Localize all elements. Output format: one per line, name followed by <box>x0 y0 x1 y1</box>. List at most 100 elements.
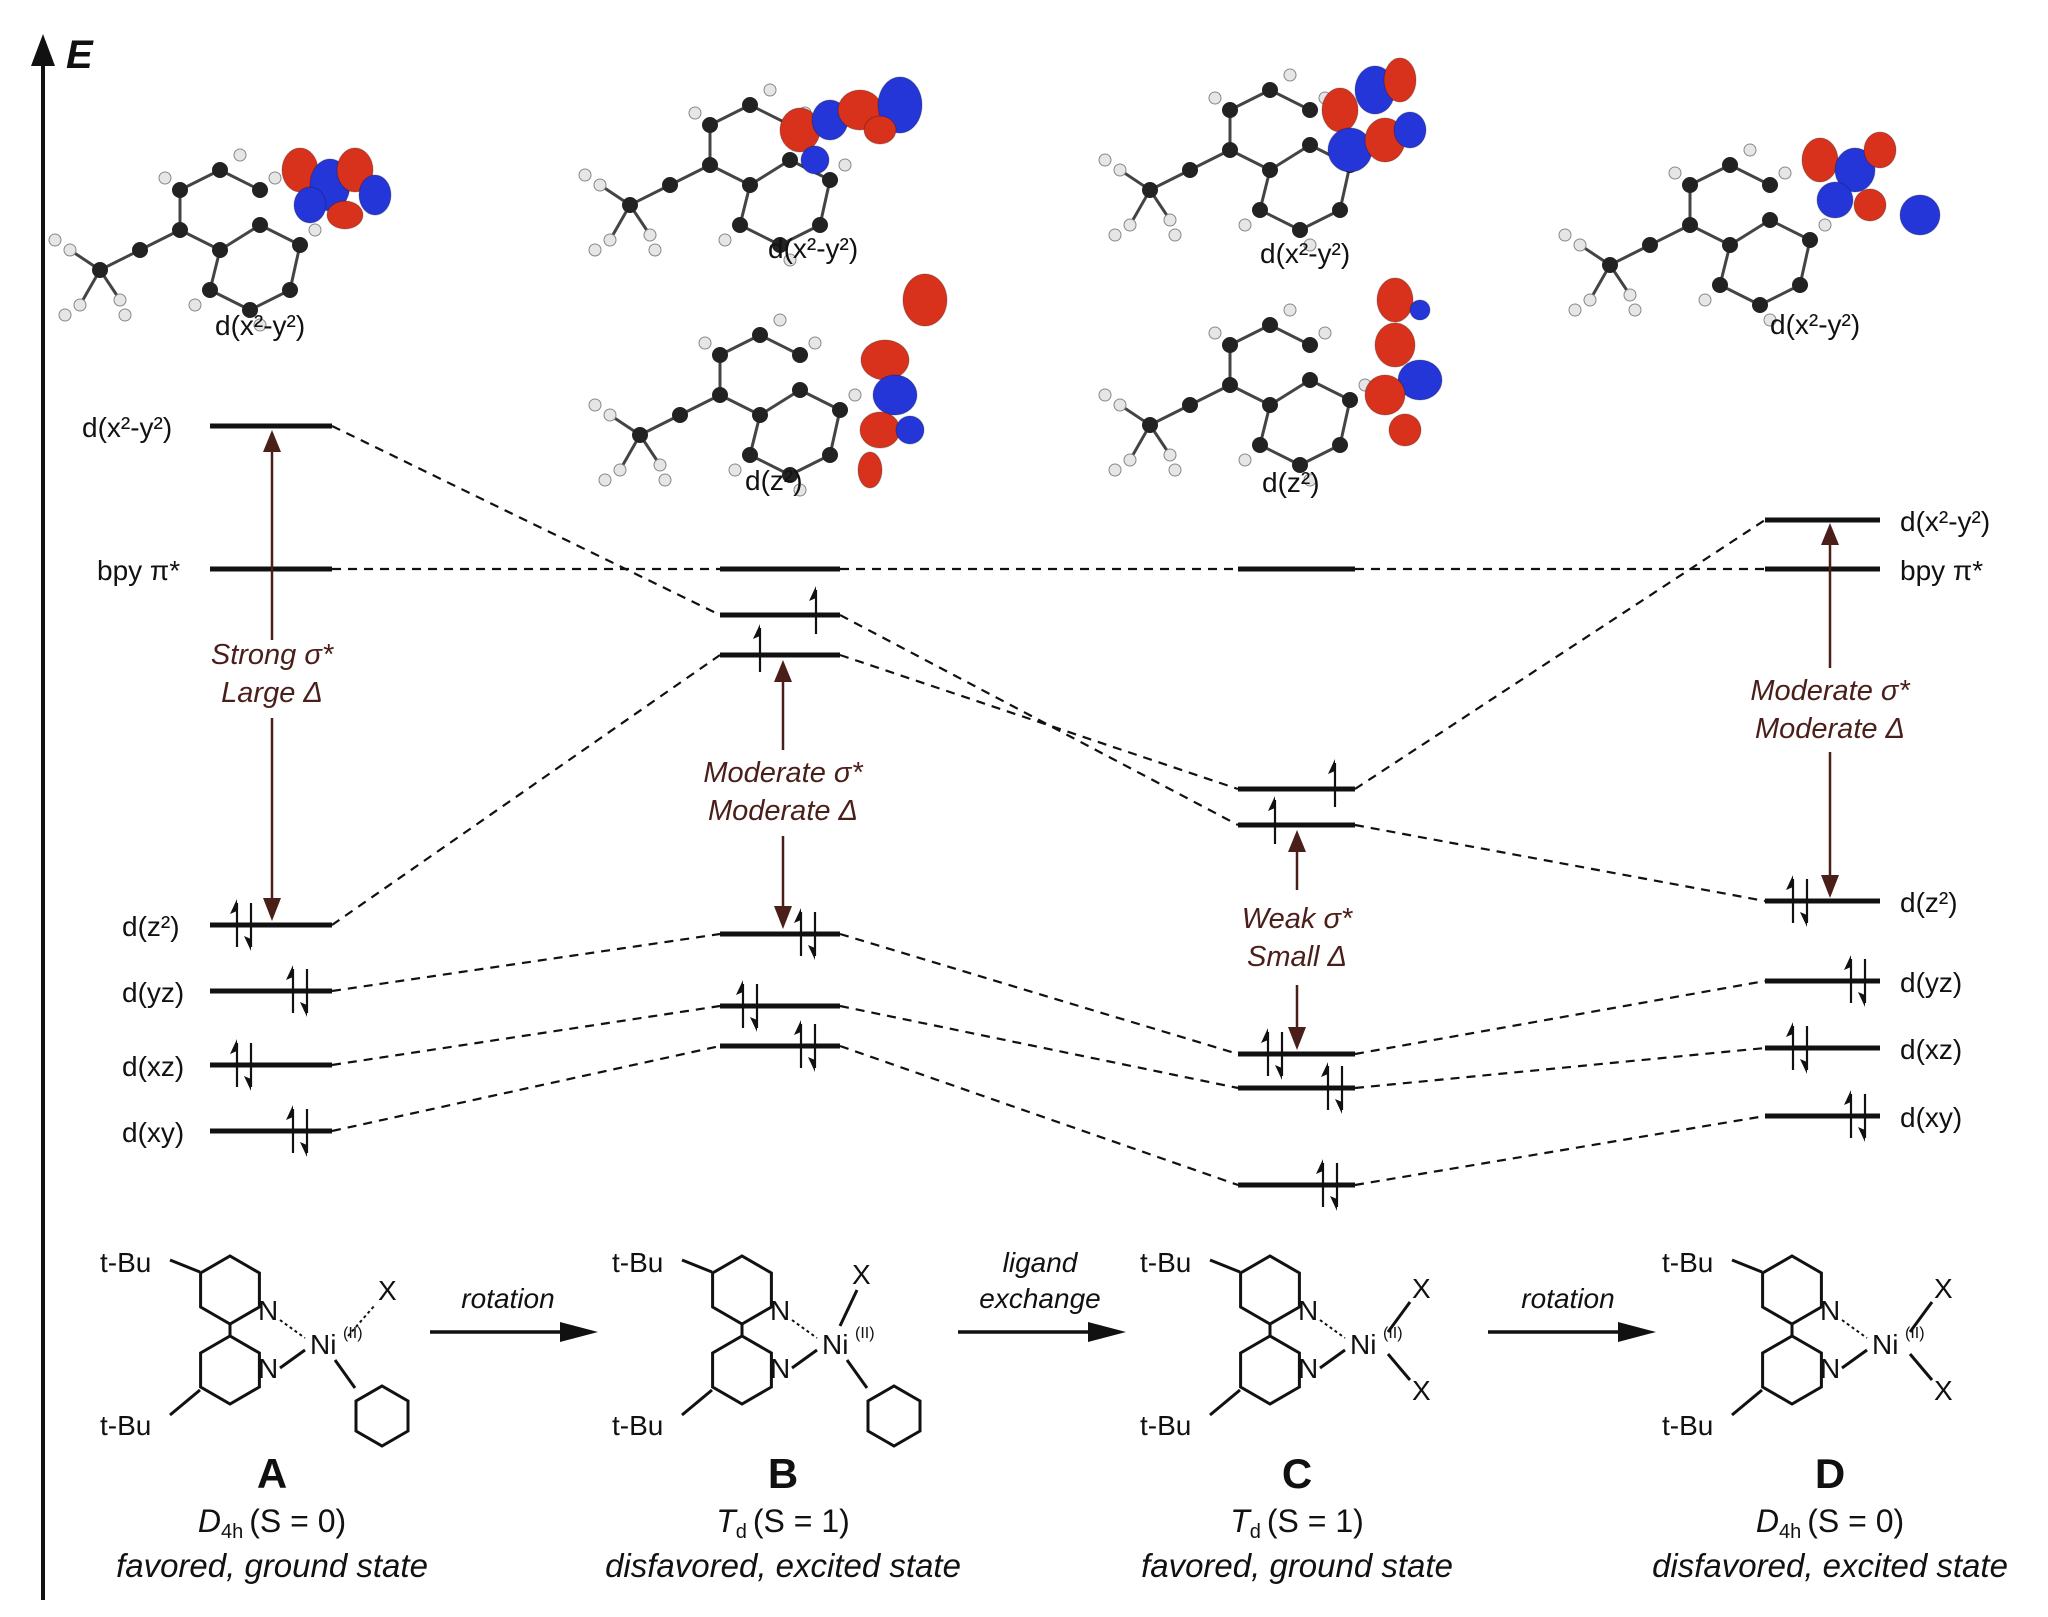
x-label: X <box>1934 1273 1953 1304</box>
complex-desc-a: favored, ground state <box>116 1547 428 1584</box>
complex-letter-d: D <box>1815 1450 1845 1497</box>
complex-desc-c: favored, ground state <box>1141 1547 1453 1584</box>
orbital-pictures <box>48 57 1941 497</box>
spin-up-arrow <box>753 624 762 672</box>
spin-up-arrow <box>794 1020 803 1068</box>
complex-symmetry-a: D4h(S = 0) <box>198 1503 346 1543</box>
spin-up-arrow <box>794 908 803 956</box>
complex-letter-a: A <box>257 1450 287 1497</box>
level-label-right-dxy: d(xy) <box>1900 1102 1962 1133</box>
n-label: N <box>258 1353 278 1384</box>
tbu-label: t-Bu <box>1662 1410 1713 1441</box>
oxidation-state-label: (II) <box>1905 1325 1925 1342</box>
energy-axis: E <box>31 33 94 1600</box>
ni-label: Ni <box>1872 1329 1898 1360</box>
splitting-a-delta: Large Δ <box>221 677 323 709</box>
spin-up-arrow <box>1316 1159 1325 1207</box>
spin-up-arrow <box>1268 796 1277 844</box>
reaction-label-rotation-1: rotation <box>461 1283 554 1314</box>
orbital-caption-d-dx2y2: d(x²-y²) <box>1770 309 1860 340</box>
ni-label: Ni <box>822 1329 848 1360</box>
spin-up-arrow <box>1844 1090 1853 1138</box>
spin-down-arrow <box>1858 1094 1867 1142</box>
spin-down-arrow <box>1330 1163 1339 1211</box>
splitting-c: Weak σ* Small Δ <box>1242 830 1354 1050</box>
splitting-b-sigma: Moderate σ* <box>703 757 864 789</box>
caption-d: D D4h(S = 0) disfavored, excited state <box>1652 1450 2008 1584</box>
level-label-right-dx2y2: d(x²-y²) <box>1900 506 1990 537</box>
spin-down-arrow <box>244 1043 253 1091</box>
splitting-b-delta: Moderate Δ <box>708 795 858 827</box>
reaction-label-rotation-2: rotation <box>1521 1283 1614 1314</box>
orbital-captions: d(x²-y²) d(x²-y²) d(z²) d(x²-y²) d(z²) d… <box>215 233 1860 498</box>
spin-down-arrow <box>750 984 759 1032</box>
level-label-left-bpy: bpy π* <box>97 555 180 586</box>
orbital-caption-c-dz2: d(z²) <box>1262 467 1320 498</box>
complex-symmetry-d: D4h(S = 0) <box>1756 1503 1904 1543</box>
complex-symmetry-c: Td(S = 1) <box>1230 1503 1364 1543</box>
ni-label: Ni <box>1350 1329 1376 1360</box>
energy-levels-c <box>1238 566 1355 1188</box>
splitting-d-delta: Moderate Δ <box>1755 713 1905 745</box>
tbu-label: t-Bu <box>100 1410 151 1441</box>
n-label: N <box>770 1295 790 1326</box>
level-label-right-bpy: bpy π* <box>1900 555 1983 586</box>
spin-down-arrow <box>1858 959 1867 1007</box>
level-label-left-dz2: d(z²) <box>122 911 180 942</box>
spin-up-arrow <box>286 1105 295 1153</box>
level-label-left-dx2y2: d(x²-y²) <box>82 412 172 443</box>
orbital-picture-c-dx2y2 <box>1098 57 1427 252</box>
oxidation-state-label: (II) <box>855 1325 875 1342</box>
complex-captions: A D4h(S = 0) favored, ground state B Td(… <box>116 1450 2008 1584</box>
correlation-lines <box>331 425 1766 1187</box>
orbital-caption-b-dz2: d(z²) <box>745 465 803 496</box>
tbu-label: t-Bu <box>1662 1247 1713 1278</box>
level-label-left-dyz: d(yz) <box>122 977 184 1008</box>
level-label-left-dxz: d(xz) <box>122 1051 184 1082</box>
n-label: N <box>770 1353 790 1384</box>
splitting-c-delta: Small Δ <box>1247 941 1347 973</box>
splitting-c-sigma: Weak σ* <box>1242 903 1354 935</box>
spin-down-arrow <box>1275 1032 1284 1080</box>
level-label-right-dz2: d(z²) <box>1900 887 1958 918</box>
orbital-picture-b-dx2y2 <box>578 76 923 267</box>
spin-up-arrow <box>1321 1062 1330 1110</box>
spin-down-arrow <box>1800 879 1809 927</box>
ni-label: Ni <box>310 1329 336 1360</box>
splitting-d-sigma: Moderate σ* <box>1750 675 1911 707</box>
electron-spins <box>230 586 1867 1211</box>
level-labels-left: d(x²-y²) bpy π* d(z²) d(yz) d(xz) d(xy) <box>82 412 184 1148</box>
level-labels-right: d(x²-y²) bpy π* d(z²) d(yz) d(xz) d(xy) <box>1900 506 1990 1133</box>
reaction-arrows: rotation ligand exchange rotation <box>430 1247 1656 1342</box>
spin-up-arrow <box>1786 875 1795 923</box>
spin-up-arrow <box>1261 1028 1270 1076</box>
energy-levels-d <box>1765 517 1880 1119</box>
tbu-label: t-Bu <box>100 1247 151 1278</box>
splitting-b: Moderate σ* Moderate Δ <box>703 660 864 929</box>
n-label: N <box>258 1295 278 1326</box>
spin-down-arrow <box>300 1109 309 1157</box>
tbu-label: t-Bu <box>612 1247 663 1278</box>
x-label: X <box>378 1275 397 1306</box>
tbu-label: t-Bu <box>1140 1247 1191 1278</box>
spin-up-arrow <box>1328 759 1337 807</box>
splitting-a-sigma: Strong σ* <box>211 639 335 671</box>
energy-levels-b <box>720 566 840 1049</box>
level-label-left-dxy: d(xy) <box>122 1117 184 1148</box>
reaction-label-ligand: ligand <box>1003 1247 1079 1278</box>
x-label: X <box>1412 1273 1431 1304</box>
level-label-right-dxz: d(xz) <box>1900 1034 1962 1065</box>
n-label: N <box>1820 1295 1840 1326</box>
complex-symmetry-b: Td(S = 1) <box>716 1503 850 1543</box>
caption-b: B Td(S = 1) disfavored, excited state <box>605 1450 961 1584</box>
orbital-caption-a-dx2y2: d(x²-y²) <box>215 310 305 341</box>
tbu-label: t-Bu <box>1140 1410 1191 1441</box>
x-label: X <box>852 1259 871 1290</box>
spin-down-arrow <box>1800 1026 1809 1074</box>
spin-up-arrow <box>809 586 818 634</box>
caption-c: C Td(S = 1) favored, ground state <box>1141 1450 1453 1584</box>
orbital-caption-b-dx2y2: d(x²-y²) <box>768 233 858 264</box>
